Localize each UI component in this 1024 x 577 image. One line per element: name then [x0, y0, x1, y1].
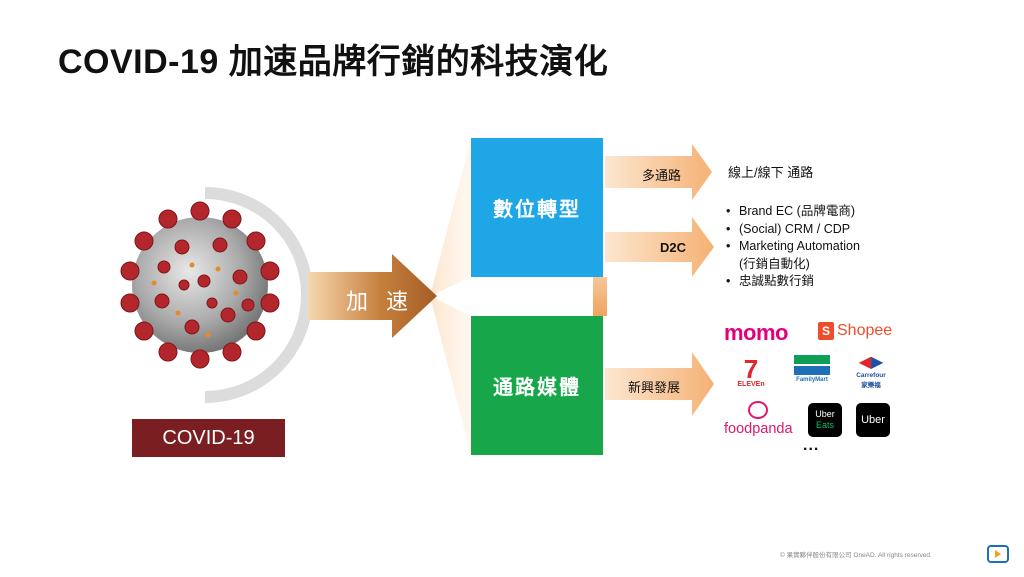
emerging-label: 新興發展 [628, 380, 681, 395]
channel-media-box: 通路媒體 [471, 316, 603, 455]
panda-face-icon [748, 401, 769, 419]
d2c-label: D2C [660, 240, 687, 255]
slide-title: COVID-19 加速品牌行銷的科技演化 [58, 43, 609, 81]
uber-eats-line2: Eats [815, 420, 834, 430]
carrefour-name: Carrefour [856, 372, 886, 379]
foodpanda-name: foodpanda [724, 421, 793, 437]
uber-eats-logo: Uber Eats [808, 403, 842, 437]
shopee-bag-icon: S [818, 322, 834, 340]
carrefour-chinese-name: 家樂福 [861, 382, 881, 389]
coronavirus-illustration [120, 201, 280, 369]
fan-bottom [430, 296, 471, 455]
familymart-logo: FamilyMart [792, 355, 832, 383]
familymart-name: FamilyMart [796, 377, 828, 383]
seven-eleven-logo: 7 ELEVEn [736, 354, 766, 390]
multi-channel-label: 多通路 [642, 168, 682, 183]
d2c-item: (Social) CRM / CDP [726, 221, 860, 239]
foodpanda-logo: foodpanda [724, 401, 793, 437]
multi-channel-detail: 線上/線下 通路 [728, 165, 814, 180]
carrefour-mark-icon: ◀▶ [858, 354, 884, 371]
shopee-name: Shopee [837, 322, 893, 339]
oneAD-play-icon [987, 545, 1009, 563]
d2c-item: 忠誠點數行銷 [726, 273, 860, 291]
seven-eleven-number: 7 [743, 353, 759, 384]
seven-eleven-text: ELEVEn [737, 380, 765, 388]
arrow-d2c [605, 217, 714, 277]
arrow-emerging [605, 352, 714, 416]
accelerate-label: 加 速 [345, 289, 415, 314]
momo-logo: momo [724, 320, 789, 345]
d2c-list: Brand EC (品牌電商) (Social) CRM / CDP Marke… [726, 203, 860, 291]
d2c-item: Brand EC (品牌電商) [726, 203, 860, 221]
familymart-stripe-icon [794, 355, 830, 364]
virus-arc [204, 187, 313, 403]
d2c-item: Marketing Automation (行銷自動化) [726, 238, 860, 273]
carrefour-logo: ◀▶ Carrefour 家樂福 [851, 354, 891, 389]
familymart-stripe-icon [794, 366, 830, 375]
copyright-footer: © 果實夥伴股份有限公司 OneAD. All rights reserved. [780, 552, 932, 559]
shopee-logo: S Shopee [818, 322, 892, 340]
more-logos-ellipsis: ... [803, 437, 820, 454]
uber-logo: Uber [856, 403, 890, 437]
box-connector [593, 277, 607, 316]
uber-eats-line1: Uber [815, 409, 835, 419]
arrow-multi-channel [605, 144, 712, 200]
digital-transformation-box: 數位轉型 [471, 138, 603, 277]
fan-top [430, 138, 471, 296]
covid-label: COVID-19 [132, 419, 285, 457]
accelerate-arrow [308, 254, 437, 338]
